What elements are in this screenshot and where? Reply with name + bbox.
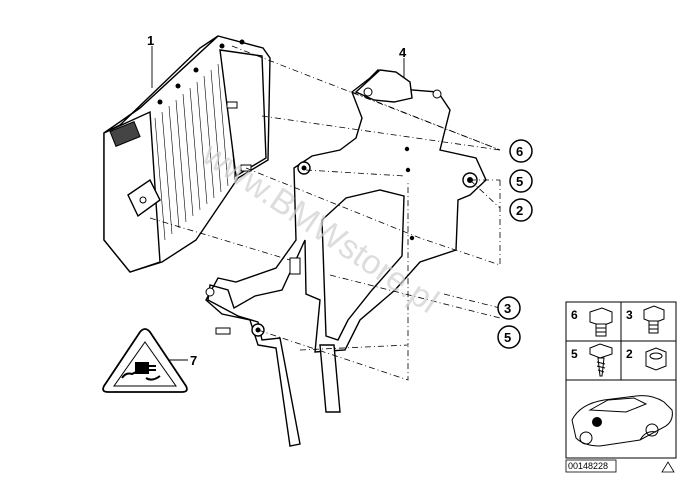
electrical-plug-icon [121, 362, 161, 381]
callout-6-label: 6 [516, 144, 523, 159]
callout-2[interactable]: 2 [509, 198, 533, 222]
callout-7-label: 7 [190, 353, 197, 368]
callout-4[interactable]: 4 [399, 45, 407, 78]
vehicle-location-thumbnail [565, 379, 677, 459]
warning-label-sticker[interactable]: 7 [102, 328, 197, 393]
diagram-part-number: 00148228 [568, 461, 608, 471]
fastener-legend: 6 3 5 2 [565, 301, 677, 381]
warning-triangle-icon [661, 461, 675, 473]
car-outline-icon [571, 395, 673, 447]
hex-bolt-short-icon [643, 305, 665, 334]
callout-6[interactable]: 6 [509, 139, 533, 163]
callout-1[interactable]: 1 [147, 33, 154, 88]
callout-5-upper-label: 5 [516, 174, 523, 189]
hex-nut-icon [645, 347, 667, 371]
hex-bolt-icon [589, 307, 613, 337]
mounting-bracket[interactable] [205, 69, 487, 447]
location-marker [592, 417, 602, 427]
callout-3[interactable]: 3 [497, 296, 521, 320]
callout-5-lower-label: 5 [504, 330, 511, 345]
legend-number-3: 3 [626, 308, 633, 322]
callout-4-label: 4 [399, 45, 407, 60]
amplifier-unit[interactable] [103, 35, 271, 273]
callout-3-label: 3 [504, 301, 511, 316]
callout-2-label: 2 [516, 203, 523, 218]
callout-1-label: 1 [147, 33, 154, 48]
part-number-box: 00148228 [565, 459, 617, 473]
self-tapping-screw-icon [589, 343, 613, 377]
legend-number-2: 2 [626, 347, 633, 361]
callout-5-lower[interactable]: 5 [497, 325, 521, 349]
legend-number-5: 5 [571, 347, 578, 361]
assembly-lines [149, 45, 501, 381]
callout-5-upper[interactable]: 5 [509, 169, 533, 193]
legend-number-6: 6 [571, 308, 578, 322]
